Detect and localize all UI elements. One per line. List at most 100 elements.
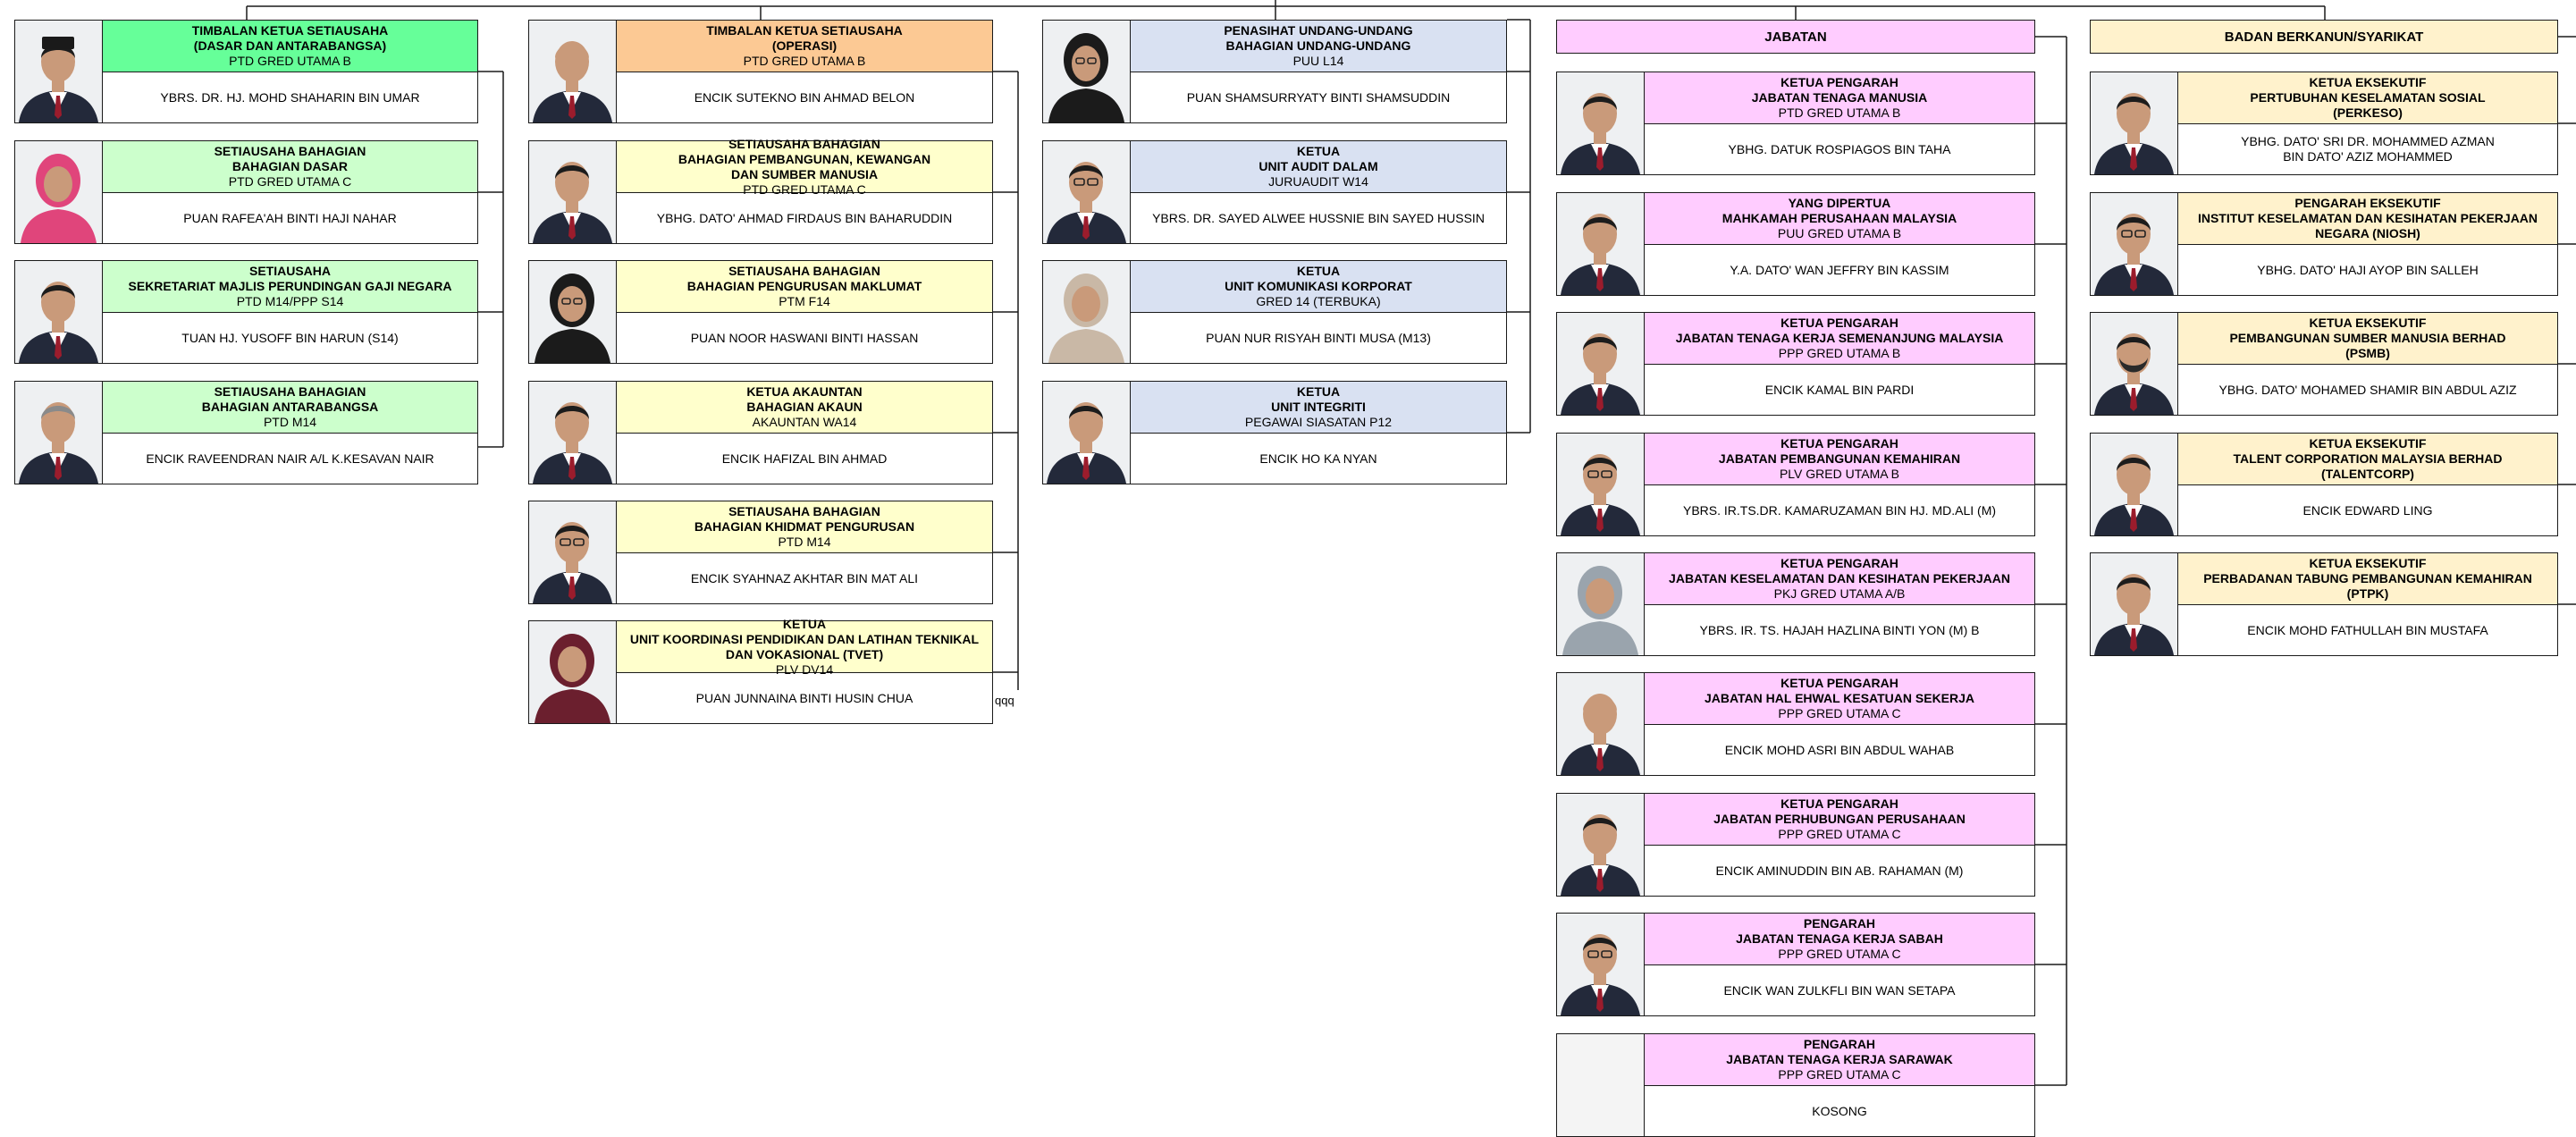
person-photo <box>1043 141 1131 243</box>
officer-name: ENCIK EDWARD LING <box>2302 502 2433 518</box>
col1-org-card: SETIAUSAHA SEKRETARIAT MAJLIS PERUNDINGA… <box>14 260 478 364</box>
position-title-box: KETUA EKSEKUTIF PERTUBUHAN KESELAMATAN S… <box>2178 72 2557 124</box>
person-photo <box>1557 794 1645 896</box>
empty-photo <box>1557 1034 1645 1136</box>
position-grade: PPP GRED UTAMA C <box>1778 706 1901 720</box>
col5-org-card: KETUA EKSEKUTIF PEMBANGUNAN SUMBER MANUS… <box>2090 312 2558 416</box>
officer-name: YBHG. DATO' AHMAD FIRDAUS BIN BAHARUDDIN <box>656 210 953 225</box>
officer-name: YBRS. IR. TS. HAJAH HAZLINA BINTI YON (M… <box>1699 622 1980 637</box>
position-grade: PUU GRED UTAMA B <box>1777 226 1902 240</box>
officer-name: ENCIK SUTEKNO BIN AHMAD BELON <box>694 89 915 105</box>
position-grade: PTD GRED UTAMA C <box>743 181 866 197</box>
person-photo <box>15 21 103 122</box>
person-photo <box>529 621 617 723</box>
position-grade: PTM F14 <box>779 294 830 308</box>
position-grade: PTD GRED UTAMA B <box>229 54 351 68</box>
position-grade: PTD M14/PPP S14 <box>236 294 344 308</box>
position-grade: PPP GRED UTAMA C <box>1778 827 1901 841</box>
person-photo <box>2091 553 2178 655</box>
officer-name: ENCIK MOHD ASRI BIN ABDUL WAHAB <box>1724 742 1955 757</box>
person-photo <box>2091 72 2178 174</box>
position-title: PENGARAH JABATAN TENAGA KERJA SARAWAK <box>1726 1037 1953 1066</box>
officer-name: YBRS. DR. HJ. MOHD SHAHARIN BIN UMAR <box>160 89 420 105</box>
col4-org-card: KETUA PENGARAH JABATAN PERHUBUNGAN PERUS… <box>1556 793 2035 897</box>
officer-name: YBHG. DATUK ROSPIAGOS BIN TAHA <box>1728 141 1951 156</box>
col5-org-card: PENGARAH EKSEKUTIF INSTITUT KESELAMATAN … <box>2090 192 2558 296</box>
person-photo <box>529 501 617 603</box>
position-title: TIMBALAN KETUA SETIAUSAHA (DASAR DAN ANT… <box>191 23 389 53</box>
footnote-text: qqq <box>995 694 1014 707</box>
position-title: KETUA PENGARAH JABATAN PERHUBUNGAN PERUS… <box>1713 796 1966 826</box>
person-photo <box>1043 382 1131 484</box>
position-title: SETIAUSAHA BAHAGIAN BAHAGIAN DASAR <box>214 144 366 173</box>
position-grade: PTD GRED UTAMA C <box>228 174 352 189</box>
position-title: KETUA PENGARAH JABATAN HAL EHWAL KESATUA… <box>1704 676 1975 705</box>
position-title-box: KETUA PENGARAH JABATAN KESELAMATAN DAN K… <box>1645 553 2034 605</box>
position-title: KETUA PENGARAH JABATAN PEMBANGUNAN KEMAH… <box>1718 436 1961 466</box>
position-title: KETUA PENGARAH JABATAN KESELAMATAN DAN K… <box>1669 556 2010 585</box>
position-title: KETUA EKSEKUTIF PERTUBUHAN KESELAMATAN S… <box>2250 75 2486 120</box>
position-title-box: KETUA PENGARAH JABATAN PERHUBUNGAN PERUS… <box>1645 794 2034 846</box>
person-photo <box>529 382 617 484</box>
col5-org-card: KETUA EKSEKUTIF PERBADANAN TABUNG PEMBAN… <box>2090 552 2558 656</box>
position-title-box: SETIAUSAHA SEKRETARIAT MAJLIS PERUNDINGA… <box>103 261 477 313</box>
badan-header: BADAN BERKANUN/SYARIKAT <box>2090 20 2558 54</box>
person-photo <box>1043 261 1131 363</box>
officer-name: PUAN NUR RISYAH BINTI MUSA (M13) <box>1206 330 1431 345</box>
position-title: KETUA EKSEKUTIF PERBADANAN TABUNG PEMBAN… <box>2203 556 2532 601</box>
jabatan-header-label: JABATAN <box>1764 29 1827 45</box>
officer-name: ENCIK SYAHNAZ AKHTAR BIN MAT ALI <box>690 570 919 585</box>
position-title: YANG DIPERTUA MAHKAMAH PERUSAHAAN MALAYS… <box>1722 196 1957 225</box>
col4-org-card: KETUA PENGARAH JABATAN KESELAMATAN DAN K… <box>1556 552 2035 656</box>
col2-org-card: SETIAUSAHA BAHAGIAN BAHAGIAN PEMBANGUNAN… <box>528 137 993 244</box>
person-photo <box>1557 193 1645 295</box>
position-title: KETUA PENGARAH JABATAN TENAGA KERJA SEME… <box>1675 316 2004 345</box>
person-photo <box>529 261 617 363</box>
person-photo <box>2091 313 2178 415</box>
officer-name: ENCIK AMINUDDIN BIN AB. RAHAMAN (M) <box>1715 863 1964 878</box>
person-photo <box>1557 72 1645 174</box>
position-grade: PLV GRED UTAMA B <box>1779 467 1900 481</box>
officer-name: PUAN SHAMSURRYATY BINTI SHAMSUDDIN <box>1186 89 1451 105</box>
col5-org-card: KETUA EKSEKUTIF PERTUBUHAN KESELAMATAN S… <box>2090 72 2558 175</box>
position-title-box: SETIAUSAHA BAHAGIAN BAHAGIAN KHIDMAT PEN… <box>617 501 992 553</box>
officer-name: YBHG. DATO' MOHAMED SHAMIR BIN ABDUL AZI… <box>2218 382 2517 397</box>
col4-org-card: KETUA PENGARAH JABATAN PEMBANGUNAN KEMAH… <box>1556 433 2035 536</box>
position-grade: PEGAWAI SIASATAN P12 <box>1244 415 1393 429</box>
col4-org-card: KETUA PENGARAH JABATAN HAL EHWAL KESATUA… <box>1556 672 2035 776</box>
position-title: PENGARAH EKSEKUTIF INSTITUT KESELAMATAN … <box>2197 196 2538 240</box>
position-title-box: SETIAUSAHA BAHAGIAN BAHAGIAN PEMBANGUNAN… <box>617 137 992 197</box>
position-title-box: KETUA EKSEKUTIF TALENT CORPORATION MALAY… <box>2178 434 2557 485</box>
officer-name: YBHG. DATO' HAJI AYOP BIN SALLEH <box>2257 262 2479 277</box>
position-title-box: KETUA PENGARAH JABATAN HAL EHWAL KESATUA… <box>1645 673 2034 725</box>
col1-org-card: SETIAUSAHA BAHAGIAN BAHAGIAN ANTARABANGS… <box>14 381 478 484</box>
person-photo <box>1557 434 1645 535</box>
position-grade: PPP GRED UTAMA C <box>1778 947 1901 961</box>
position-title: SETIAUSAHA BAHAGIAN BAHAGIAN PEMBANGUNAN… <box>678 136 931 181</box>
position-title-box: KETUA PENGARAH JABATAN PEMBANGUNAN KEMAH… <box>1645 434 2034 485</box>
position-title-box: PENGARAH EKSEKUTIF INSTITUT KESELAMATAN … <box>2178 193 2557 245</box>
officer-name: PUAN RAFEA'AH BINTI HAJI NAHAR <box>183 210 397 225</box>
position-title-box: KETUA EKSEKUTIF PERBADANAN TABUNG PEMBAN… <box>2178 553 2557 605</box>
position-grade: PTD M14 <box>778 535 831 549</box>
position-title-box: SETIAUSAHA BAHAGIAN BAHAGIAN PENGURUSAN … <box>617 261 992 313</box>
position-grade: PLV DV14 <box>775 661 834 677</box>
col3-org-card: PENASIHAT UNDANG-UNDANG BAHAGIAN UNDANG-… <box>1042 20 1507 123</box>
col2-org-card: SETIAUSAHA BAHAGIAN BAHAGIAN KHIDMAT PEN… <box>528 501 993 604</box>
position-grade: PTD GRED UTAMA B <box>1778 105 1901 120</box>
officer-name: KOSONG <box>1812 1103 1867 1118</box>
position-title-box: YANG DIPERTUA MAHKAMAH PERUSAHAAN MALAYS… <box>1645 193 2034 245</box>
officer-name: PUAN NOOR HASWANI BINTI HASSAN <box>690 330 919 345</box>
position-title: KETUA UNIT KOORDINASI PENDIDIKAN DAN LAT… <box>629 616 980 661</box>
